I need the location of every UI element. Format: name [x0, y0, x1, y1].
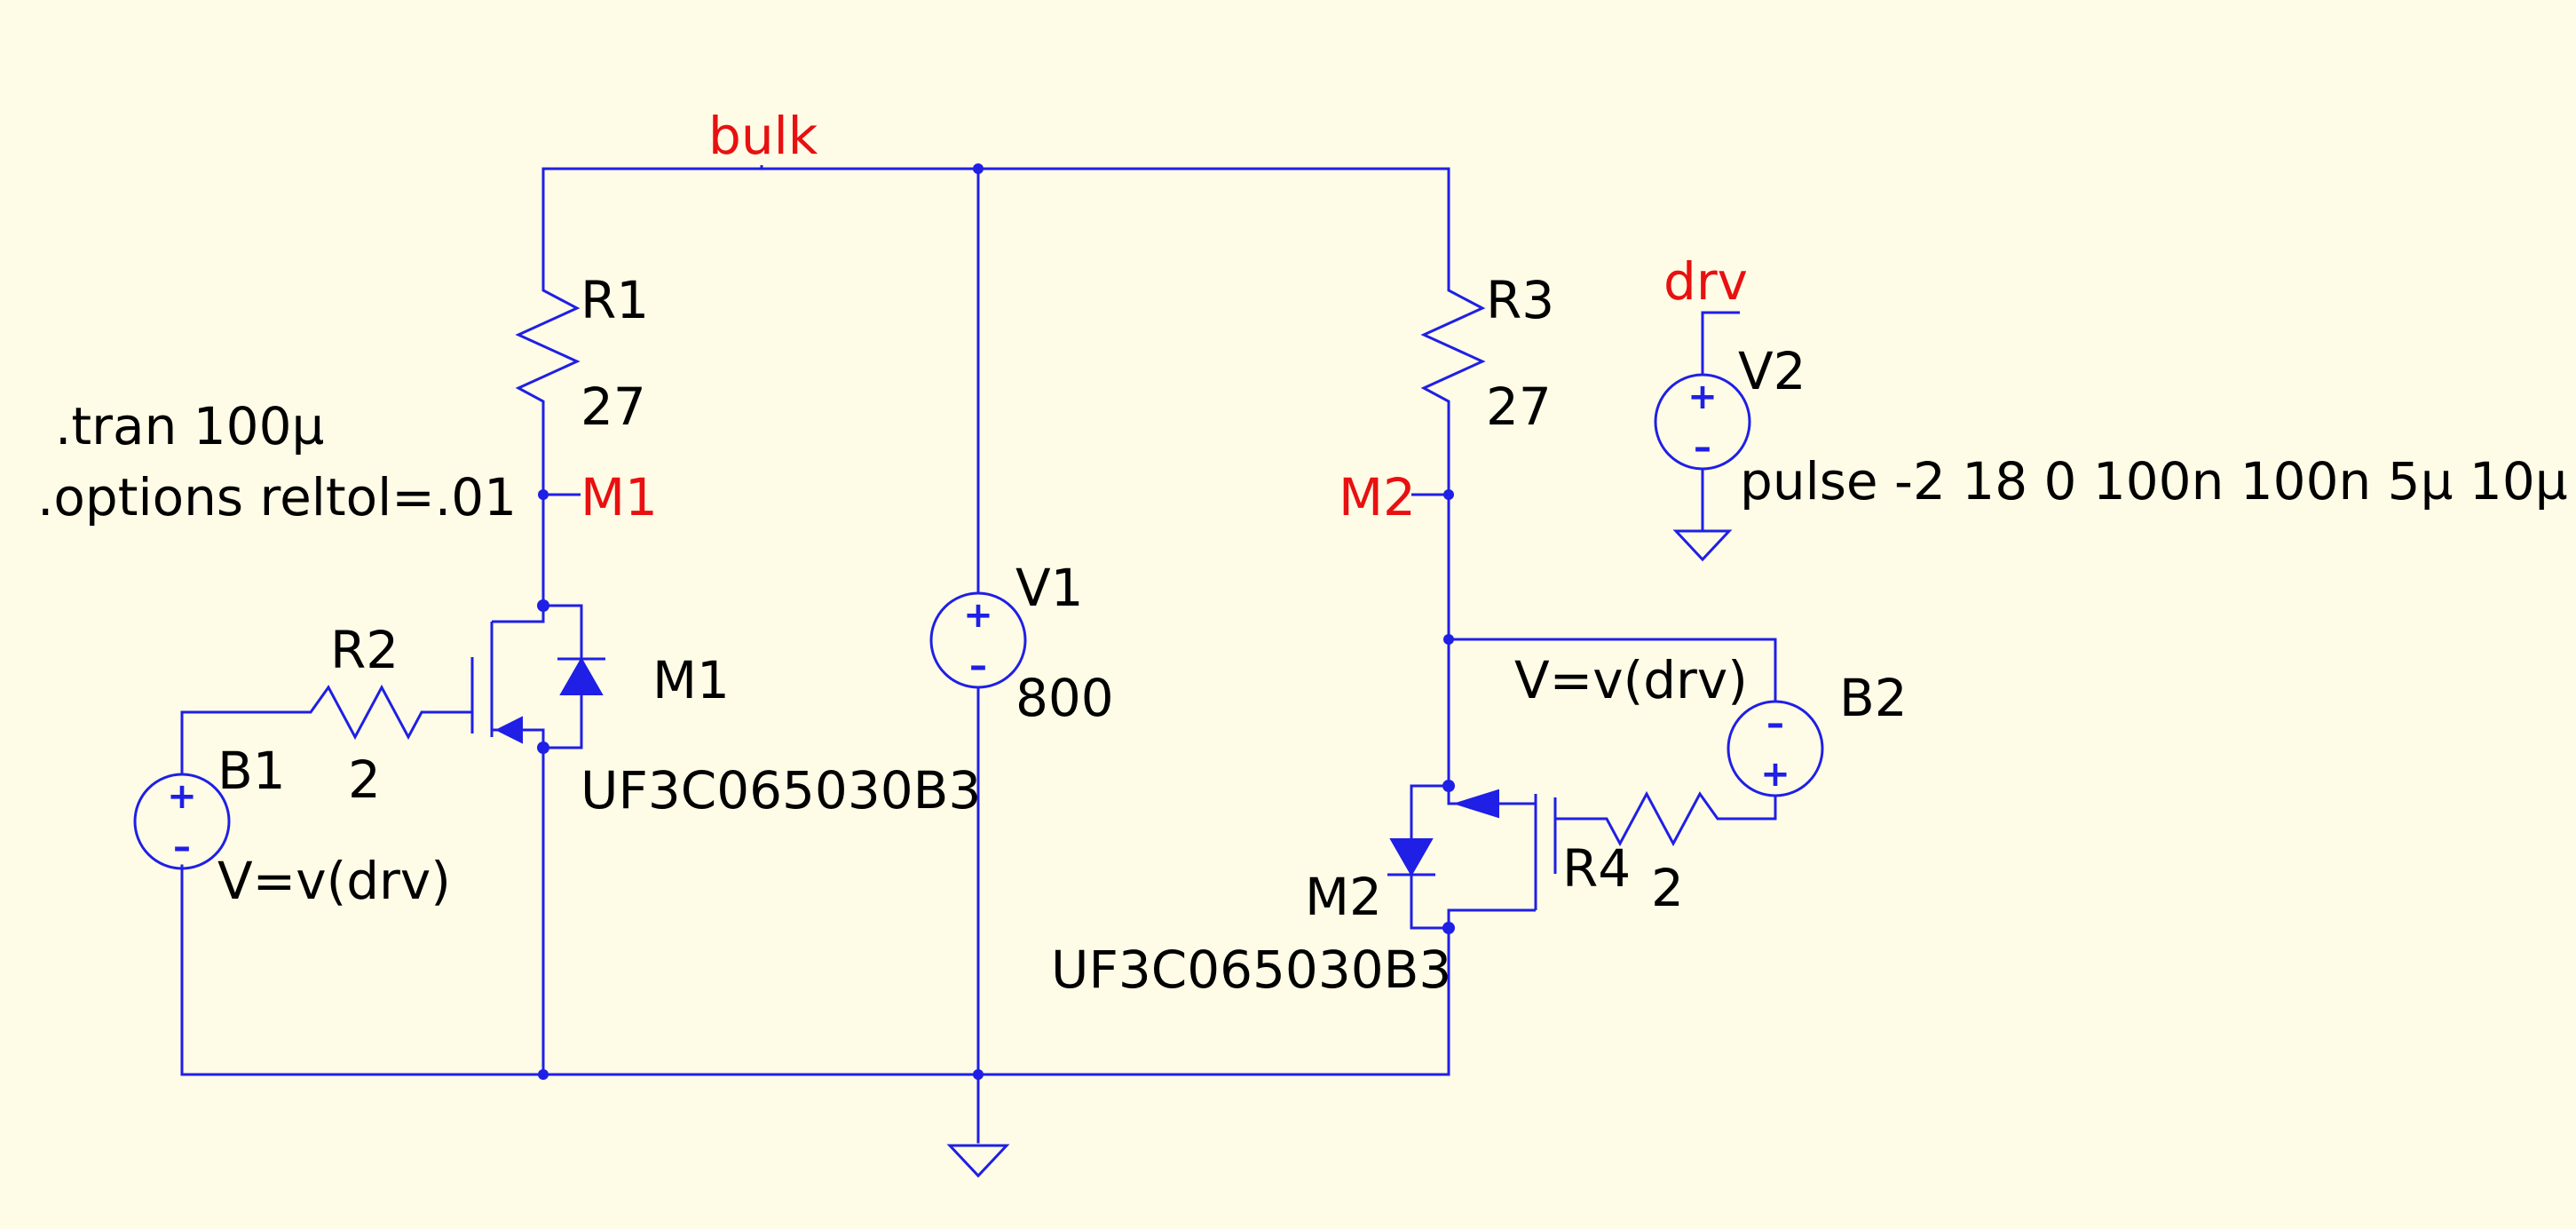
behavioral-source-b2[interactable]: – + B2 V=v(drv)	[1514, 650, 1908, 797]
resistor-r3[interactable]: R3 27	[1420, 270, 1554, 437]
drain-lead	[1447, 786, 1536, 805]
r2-name: R2	[330, 620, 399, 680]
b1-name: B1	[217, 741, 286, 801]
directive-options: .options reltol=.01	[37, 467, 517, 527]
source-circle	[1654, 373, 1751, 471]
minus-sign: –	[173, 827, 191, 868]
net-label-drv[interactable]: drv	[1663, 251, 1748, 314]
resistor-r2[interactable]: R2 2	[297, 620, 431, 810]
net-label-text: M1	[581, 467, 658, 527]
r3-name: R3	[1486, 270, 1554, 330]
ground-symbol-v2	[1672, 529, 1733, 562]
minus-sign: –	[1766, 703, 1784, 744]
resistor-zigzag	[1598, 790, 1731, 847]
junction-dot	[538, 1069, 549, 1080]
body-diode-triangle	[1389, 838, 1434, 877]
junction-dot	[973, 163, 984, 174]
m1-model: UF3C065030B3	[581, 760, 981, 821]
r2-value: 2	[348, 749, 381, 810]
net-label-text: bulk	[708, 106, 818, 166]
m1-name: M1	[652, 650, 730, 710]
body-diode-triangle	[559, 656, 604, 695]
behavioral-source-b1[interactable]: + – B1 V=v(drv)	[133, 741, 451, 911]
voltage-source-v2[interactable]: + – V2 pulse -2 18 0 100n 100n 5µ 10µ	[1654, 341, 2568, 511]
plus-sign: +	[1760, 754, 1790, 795]
plus-sign: +	[963, 595, 993, 636]
minus-sign: –	[969, 646, 987, 686]
ground-symbol-main	[946, 1144, 1010, 1178]
net-label-bulk[interactable]: bulk	[708, 106, 818, 169]
r1-value: 27	[581, 377, 646, 437]
r1-name: R1	[581, 270, 649, 330]
b2-name: B2	[1839, 668, 1908, 728]
m2-model: UF3C065030B3	[1051, 940, 1451, 1000]
source-circle	[929, 591, 1027, 689]
mosfet-m2[interactable]: M2 UF3C065030B3	[1051, 784, 1557, 1000]
net-label-m1[interactable]: M1	[543, 467, 658, 527]
spice-directives[interactable]: .tran 100µ .options reltol=.01	[37, 396, 517, 527]
source-circle	[1727, 700, 1824, 797]
source-lead	[1447, 908, 1536, 928]
junction-dot	[973, 1069, 984, 1080]
wire-b2-top	[1447, 638, 1777, 703]
b1-value: V=v(drv)	[217, 851, 451, 911]
ground-icon	[1672, 529, 1733, 562]
plus-sign: +	[1687, 377, 1718, 417]
net-label-text: drv	[1663, 251, 1748, 312]
m2-name: M2	[1305, 867, 1382, 927]
source-arrow	[494, 716, 523, 744]
r4-name: R4	[1562, 838, 1631, 899]
resistor-r1[interactable]: R1 27	[515, 270, 649, 437]
resistor-zigzag	[515, 277, 581, 419]
resistor-zigzag	[1420, 277, 1486, 419]
wire-b2-bottom	[1729, 794, 1777, 821]
mosfet-m1[interactable]: M1 UF3C065030B3	[470, 604, 981, 821]
b2-value: V=v(drv)	[1514, 650, 1748, 710]
minus-sign: –	[1694, 427, 1711, 468]
v1-value: 800	[1015, 668, 1114, 728]
v1-name: V1	[1015, 558, 1084, 618]
ground-icon	[946, 1144, 1010, 1178]
r3-value: 27	[1486, 377, 1552, 437]
source-arrow	[1452, 789, 1499, 819]
resistor-r4[interactable]: R4 2	[1562, 790, 1731, 918]
net-label-m2[interactable]: M2	[1339, 467, 1449, 527]
drain-lead	[492, 606, 545, 623]
voltage-source-v1[interactable]: + – V1 800	[929, 558, 1114, 728]
plus-sign: +	[167, 776, 197, 817]
v2-value: pulse -2 18 0 100n 100n 5µ 10µ	[1740, 451, 2568, 511]
source-circle	[133, 773, 231, 870]
wires	[180, 167, 1777, 1144]
directive-tran: .tran 100µ	[55, 396, 324, 456]
r4-value: 2	[1651, 858, 1684, 918]
v2-name: V2	[1738, 341, 1806, 401]
wire-b1-top	[180, 710, 299, 774]
resistor-zigzag	[297, 684, 431, 741]
net-label-text: M2	[1339, 467, 1416, 527]
junction-dot	[1443, 634, 1454, 645]
